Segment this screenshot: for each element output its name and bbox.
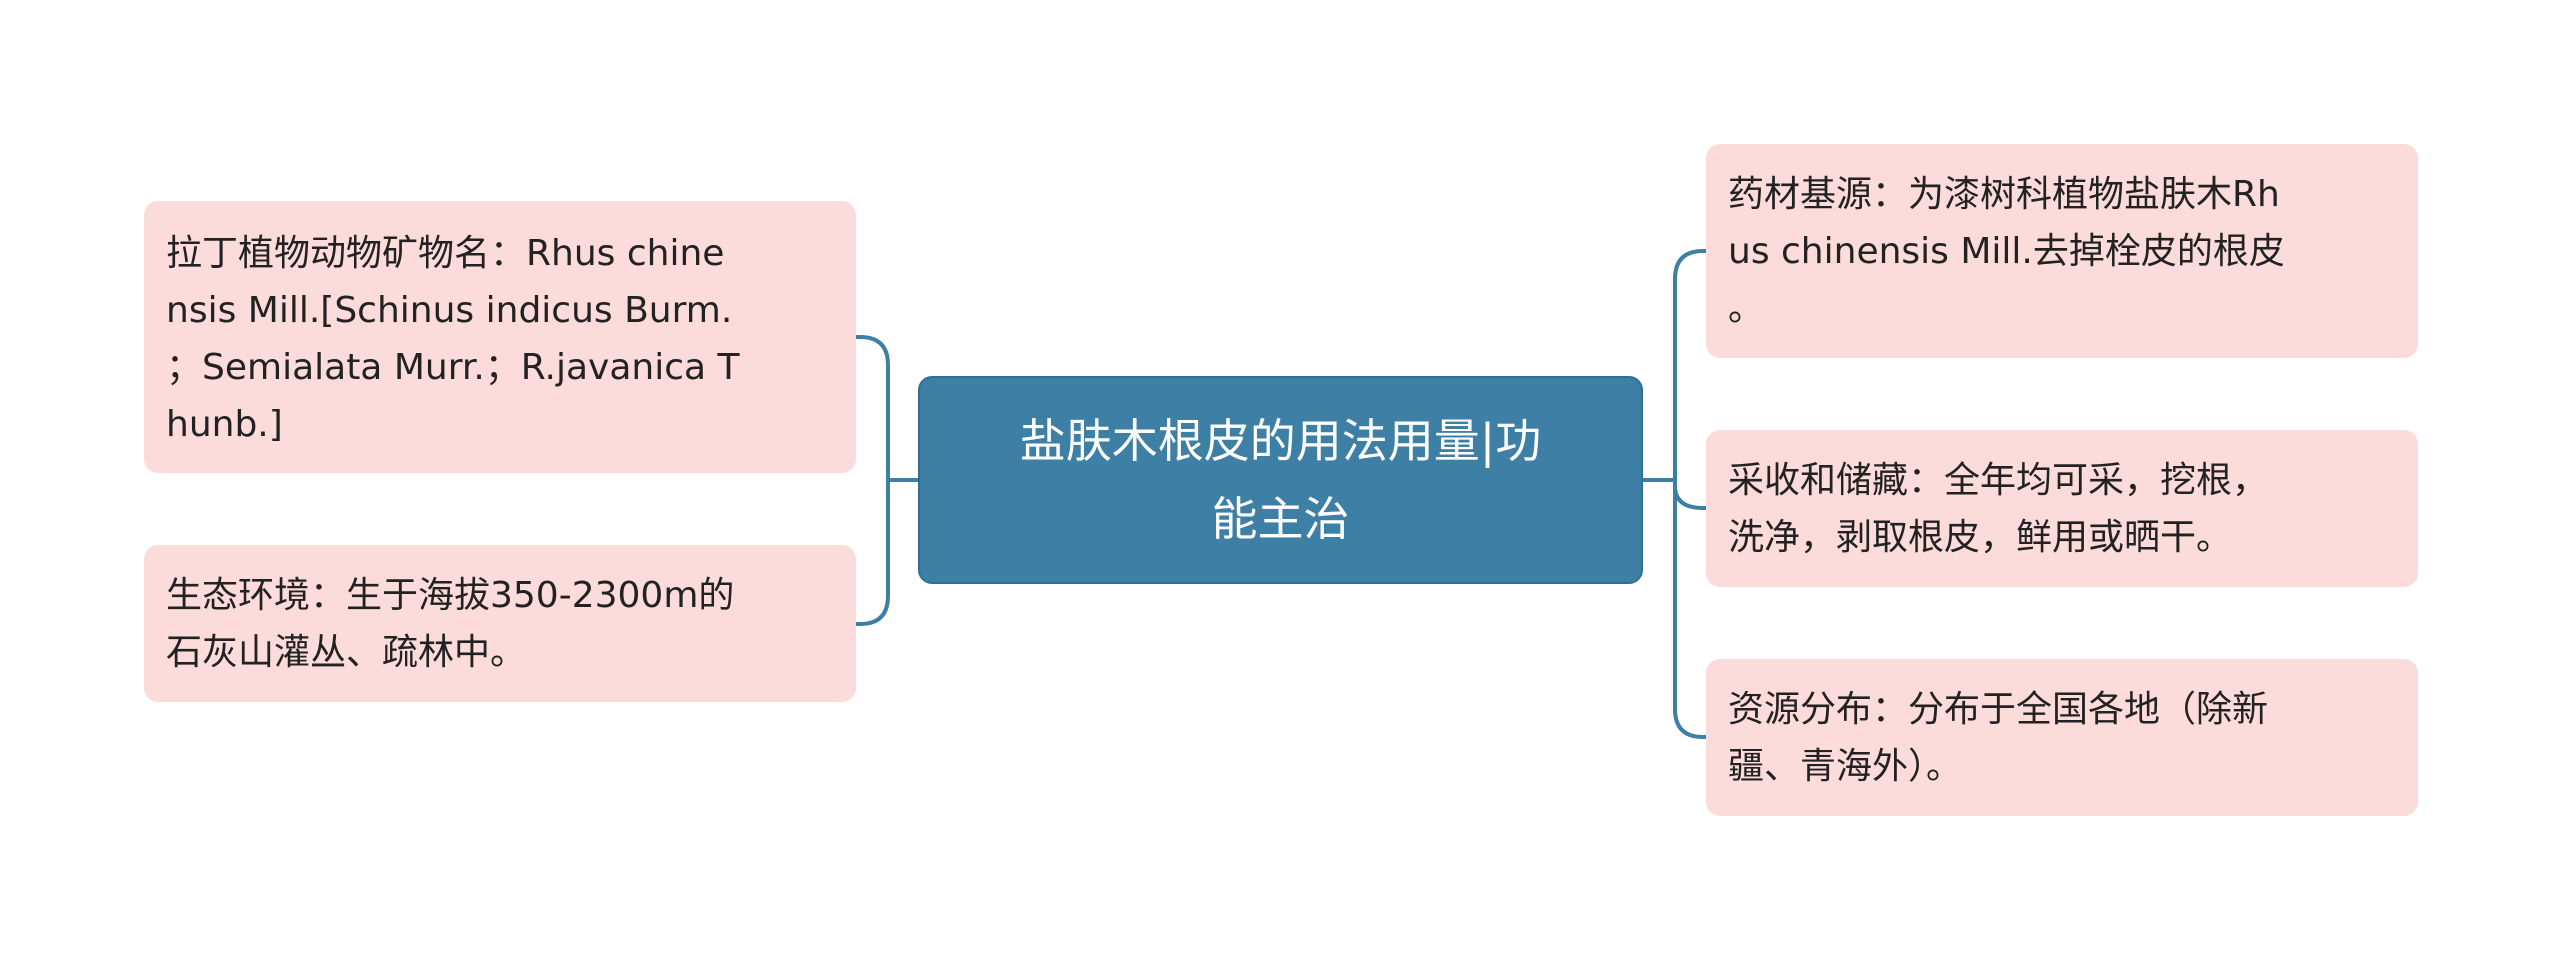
topic-node-distribution[interactable]: 资源分布：分布于全国各地（除新 疆、青海外）。 [1706, 659, 2418, 816]
topic-label-latin-name: 拉丁植物动物矿物名：Rhus chine nsis Mill.[Schinus … [166, 233, 740, 445]
topic-label-harvest-storage: 采收和储藏：全年均可采，挖根， 洗净，剥取根皮，鲜用或晒干。 [1728, 460, 2269, 558]
topic-label-distribution: 资源分布：分布于全国各地（除新 疆、青海外）。 [1728, 689, 2269, 787]
connector-left-branch-1 [854, 335, 890, 482]
topic-node-latin-name[interactable]: 拉丁植物动物矿物名：Rhus chine nsis Mill.[Schinus … [144, 201, 856, 473]
connector-right-branch-3 [1673, 478, 1708, 739]
topic-node-habitat[interactable]: 生态环境：生于海拔350-2300m的 石灰山灌丛、疏林中。 [144, 545, 856, 702]
central-topic-label: 盐肤木根皮的用法用量|功 能主治 [1019, 414, 1542, 546]
connector-right-branch-1 [1673, 249, 1708, 482]
topic-node-source[interactable]: 药材基源：为漆树科植物盐肤木Rh us chinensis Mill.去掉栓皮的… [1706, 144, 2418, 358]
topic-node-harvest-storage[interactable]: 采收和储藏：全年均可采，挖根， 洗净，剥取根皮，鲜用或晒干。 [1706, 430, 2418, 587]
topic-label-source: 药材基源：为漆树科植物盐肤木Rh us chinensis Mill.去掉栓皮的… [1728, 174, 2285, 329]
connector-right-branch-2 [1673, 478, 1708, 510]
central-topic-node[interactable]: 盐肤木根皮的用法用量|功 能主治 [918, 376, 1643, 584]
connector-left-branch-2 [854, 478, 890, 626]
topic-label-habitat: 生态环境：生于海拔350-2300m的 石灰山灌丛、疏林中。 [166, 575, 735, 673]
